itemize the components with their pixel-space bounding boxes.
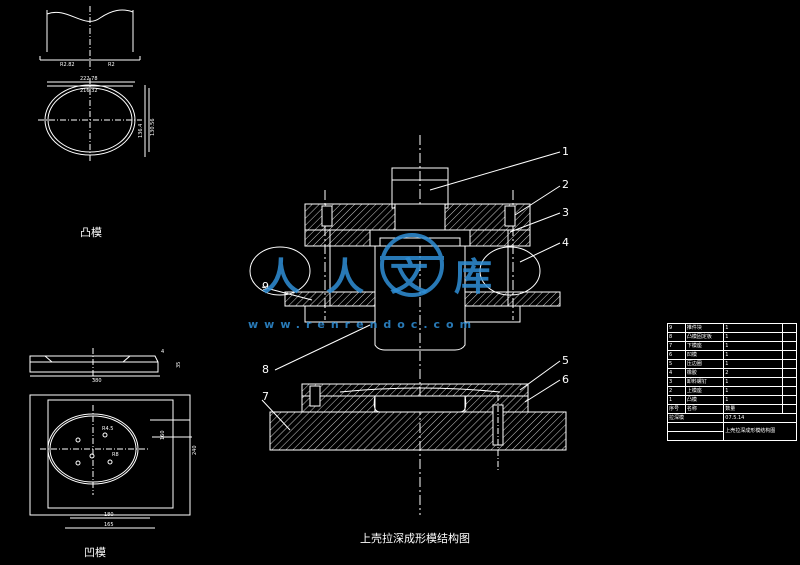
part-label-3: 3 (562, 206, 569, 219)
dim-die-r1: R4.5 (102, 426, 114, 432)
assembly-section (249, 135, 567, 515)
part-label-2: 2 (562, 178, 569, 191)
part-label-8: 8 (262, 363, 269, 376)
bom-header-row: 序号名称数量 (667, 404, 797, 414)
dim-die-thk: 35 (176, 361, 182, 368)
dim-punch-a: R2.82 (60, 62, 75, 68)
part-label-9: 9 (262, 280, 269, 293)
bom-title-row-2: 上壳拉深成形模结构图 (666, 422, 797, 441)
watermark-brand: 人人文库 (262, 255, 519, 299)
part-label-7: 7 (262, 390, 269, 403)
bom-title-row-3 (666, 431, 797, 441)
dim-punch-w1: 222.78 (80, 76, 98, 82)
assembly-caption: 上壳拉深成形模结构图 (360, 532, 470, 545)
part-label-6: 6 (562, 373, 569, 386)
dim-punch-h1: 136.4 (138, 123, 144, 138)
part-label-1: 1 (562, 145, 569, 158)
part-label-4: 4 (562, 236, 569, 249)
die-caption: 凹模 (84, 546, 106, 559)
dim-die-w: 380 (92, 378, 102, 384)
dim-punch-w2: 216.32 (80, 88, 98, 94)
die-detail (29, 348, 192, 529)
dim-die-h1: 160 (160, 430, 166, 440)
watermark-logo (380, 233, 444, 297)
part-label-5: 5 (562, 354, 569, 367)
dim-die-r2: R8 (112, 452, 119, 458)
punch-detail (38, 6, 150, 162)
dim-punch-h2: 130.56 (150, 118, 156, 137)
dim-die-b1: 180 (104, 512, 114, 518)
watermark-url: www.renrendoc.com (248, 318, 478, 331)
punch-caption: 凸模 (80, 226, 102, 239)
dim-die-b2: 165 (104, 522, 114, 528)
dim-die-h2: 240 (192, 445, 198, 455)
dim-die-side: 4 (161, 349, 165, 355)
dim-punch-b: R2 (108, 62, 115, 68)
